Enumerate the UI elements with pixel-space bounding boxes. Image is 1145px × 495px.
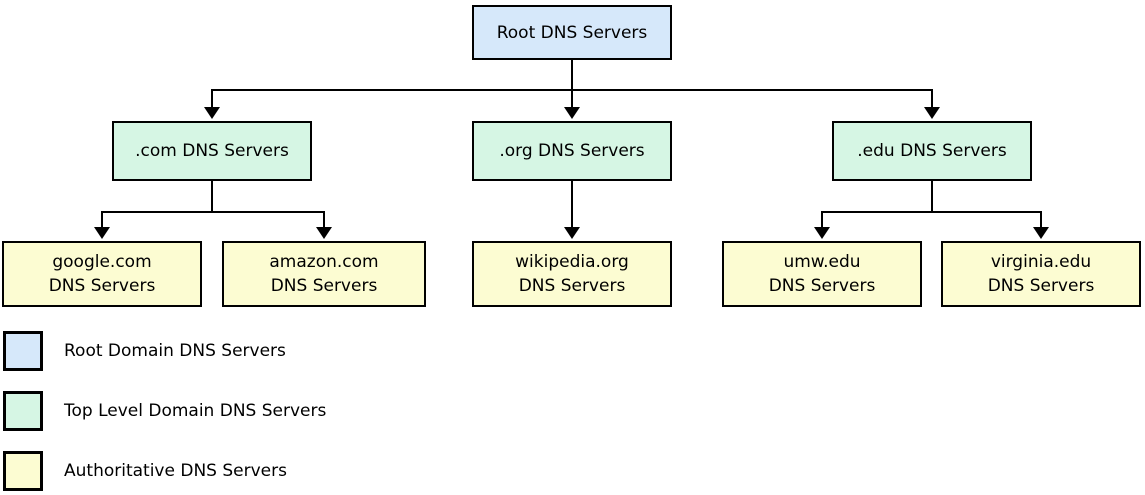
node-label-line2: DNS Servers: [270, 276, 378, 296]
node-org-dns-servers: .org DNS Servers: [472, 121, 672, 181]
legend-item-top-level-domain: Top Level Domain DNS Servers: [3, 391, 326, 431]
arrowhead-to-org: [564, 107, 580, 119]
arrowhead-to-amazon: [316, 227, 332, 239]
node-wikipedia-dns-servers: wikipedia.org DNS Servers: [472, 241, 672, 307]
node-edu-dns-servers: .edu DNS Servers: [832, 121, 1032, 181]
legend-swatch-auth: [3, 451, 43, 491]
node-label-line1: wikipedia.org: [515, 252, 629, 272]
arrowhead-to-com: [204, 107, 220, 119]
node-label-line2: DNS Servers: [768, 276, 876, 296]
node-label-line2: DNS Servers: [987, 276, 1095, 296]
legend-swatch-root: [3, 331, 43, 371]
arrowhead-to-umw: [814, 227, 830, 239]
node-label: Root DNS Servers: [496, 22, 648, 43]
legend-swatch-tld: [3, 391, 43, 431]
node-virginia-dns-servers: virginia.edu DNS Servers: [941, 241, 1141, 307]
node-label: .edu DNS Servers: [857, 141, 1007, 161]
node-label-line2: DNS Servers: [518, 276, 626, 296]
node-umw-dns-servers: umw.edu DNS Servers: [722, 241, 922, 307]
node-label: .com DNS Servers: [135, 141, 289, 161]
node-label-line1: virginia.edu: [990, 252, 1092, 272]
arrowhead-to-edu: [924, 107, 940, 119]
legend-item-authoritative: Authoritative DNS Servers: [3, 451, 287, 491]
legend-label: Top Level Domain DNS Servers: [64, 401, 327, 421]
arrowhead-to-google: [94, 227, 110, 239]
legend-item-root-domain: Root Domain DNS Servers: [3, 331, 286, 371]
node-label-line1: google.com: [52, 252, 152, 272]
legend-label: Authoritative DNS Servers: [64, 461, 287, 481]
node-google-dns-servers: google.com DNS Servers: [2, 241, 202, 307]
arrowhead-to-virginia: [1033, 227, 1049, 239]
node-label-line1: amazon.com: [269, 252, 379, 272]
node-root-dns-servers: Root DNS Servers: [472, 5, 672, 60]
node-label-line1: umw.edu: [783, 252, 861, 272]
node-com-dns-servers: .com DNS Servers: [112, 121, 312, 181]
node-label: .org DNS Servers: [499, 141, 645, 161]
arrowhead-to-wikipedia: [564, 227, 580, 239]
node-label-line2: DNS Servers: [48, 276, 156, 296]
legend-label: Root Domain DNS Servers: [64, 341, 286, 361]
node-amazon-dns-servers: amazon.com DNS Servers: [222, 241, 426, 307]
